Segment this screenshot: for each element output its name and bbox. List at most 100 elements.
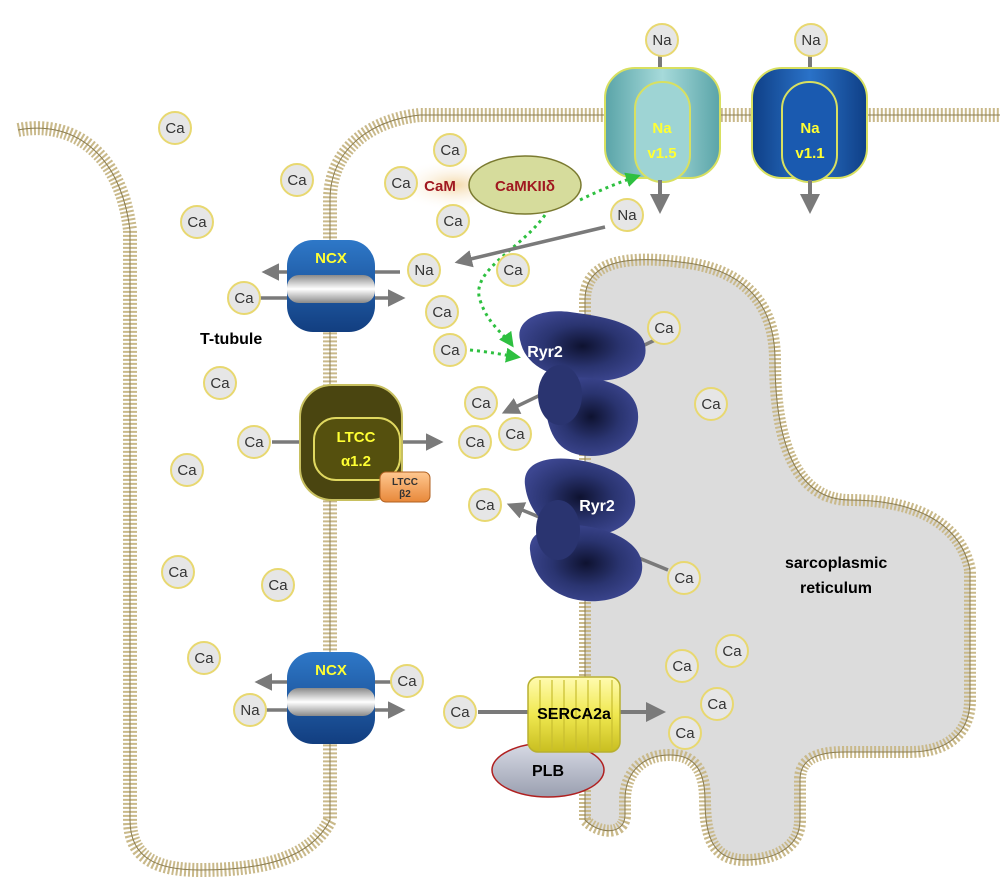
ttubule-label: T-tubule [200, 331, 262, 348]
serca2a-pump[interactable]: SERCA2a [527, 676, 621, 753]
ion-ca-9: Ca [498, 417, 532, 451]
camkii-regulation-arrows [469, 172, 641, 363]
ion-na-nav15-inside: Na [610, 198, 644, 232]
ion-label: Ca [287, 172, 307, 189]
sarcoplasmic-reticulum [579, 253, 976, 867]
ion-label: Ca [210, 375, 230, 392]
ion-ca-12: Ca [161, 555, 195, 589]
ion-label: Na [240, 702, 260, 719]
ion-label: Na [652, 32, 672, 49]
ion-ca-ltcc-in: Ca [458, 425, 492, 459]
ion-ca-sr-6: Ca [700, 687, 734, 721]
ion-label: Ca [234, 290, 254, 307]
ion-ca-2: Ca [280, 163, 314, 197]
ion-ca-ncx-top: Ca [227, 281, 261, 315]
plb-label: PLB [532, 763, 564, 780]
ion-label: Ca [397, 673, 417, 690]
ion-label: Ca [722, 643, 742, 660]
ion-label: Ca [194, 650, 214, 667]
ion-ca-serca-in: Ca [443, 695, 477, 729]
ion-ca-sr-7: Ca [668, 716, 702, 750]
ion-label: Ca [168, 564, 188, 581]
ion-na-ncx-bottom: Na [233, 693, 267, 727]
ion-label: Ca [654, 320, 674, 337]
ion-ca-14: Ca [187, 641, 221, 675]
plb-protein[interactable]: PLB [491, 742, 605, 798]
ion-label: Na [617, 207, 637, 224]
sr-label-line2: reticulum [800, 580, 872, 597]
ion-ca-cam-1: Ca [433, 133, 467, 167]
ion-ca-sr-4: Ca [715, 634, 749, 668]
ltcc-beta-label-b: β2 [399, 489, 411, 500]
ryr2-channel-bottom[interactable]: Ryr2 [524, 458, 643, 602]
ncx-bottom-label: NCX [315, 662, 347, 679]
ion-label: Ca [674, 570, 694, 587]
ion-label: Ca [475, 497, 495, 514]
ion-label: Na [414, 262, 434, 279]
nav15-label-a: Na [652, 120, 672, 137]
ryr2-top-label: Ryr2 [527, 344, 563, 361]
ion-label: Ca [440, 142, 460, 159]
ion-label: Ca [177, 462, 197, 479]
ion-label: Ca [268, 577, 288, 594]
ion-ca-1: Ca [158, 111, 192, 145]
ion-ca-5: Ca [425, 295, 459, 329]
ion-ca-4: Ca [496, 253, 530, 287]
ion-ca-7: Ca [203, 366, 237, 400]
ion-label: Ca [471, 395, 491, 412]
ion-na-nav15-top: Na [645, 23, 679, 57]
ion-label: Ca [503, 262, 523, 279]
ryr2-bottom-label: Ryr2 [579, 498, 615, 515]
ion-ca-10: Ca [170, 453, 204, 487]
nav11-channel[interactable]: Na v1.1 [751, 50, 868, 214]
cam-label: CaM [424, 178, 456, 195]
ion-ca-ltcc-out: Ca [237, 425, 271, 459]
ion-ca-8: Ca [464, 386, 498, 420]
ltcc-label-b: α1.2 [341, 453, 371, 470]
ion-ca-13: Ca [261, 568, 295, 602]
ncx-exchanger-top[interactable]: NCX [287, 240, 375, 332]
nav11-label-a: Na [800, 120, 820, 137]
ion-ca-sr-2: Ca [694, 387, 728, 421]
ion-ca-11: Ca [468, 488, 502, 522]
ion-label: Ca [701, 396, 721, 413]
ion-na-nav11-top: Na [794, 23, 828, 57]
serca2a-label: SERCA2a [537, 706, 611, 723]
ion-label: Ca [187, 214, 207, 231]
nav11-label-b: v1.1 [795, 145, 824, 162]
ion-label: Ca [707, 696, 727, 713]
ion-label: Ca [450, 704, 470, 721]
ion-label: Ca [443, 213, 463, 230]
nav15-channel[interactable]: Na v1.5 [604, 50, 721, 214]
ion-ca-ncx-bottom: Ca [390, 664, 424, 698]
ion-ca-cam-3: Ca [436, 204, 470, 238]
ion-label: Ca [165, 120, 185, 137]
ion-label: Ca [440, 342, 460, 359]
ion-ca-sr-5: Ca [665, 649, 699, 683]
ion-na-ncx-top: Na [407, 253, 441, 287]
ion-label: Ca [465, 434, 485, 451]
nav15-label-b: v1.5 [647, 145, 676, 162]
ion-label: Ca [672, 658, 692, 675]
sr-label-line1: sarcoplasmic [785, 555, 887, 572]
ion-ca-sr-3: Ca [667, 561, 701, 595]
ion-ca-6: Ca [433, 333, 467, 367]
ion-label: Ca [505, 426, 525, 443]
ion-label: Ca [391, 175, 411, 192]
camkii-label: CaMKIIδ [495, 178, 555, 195]
ncx-top-label: NCX [315, 250, 347, 267]
ltcc-label-a: LTCC [337, 429, 376, 446]
ion-label: Ca [432, 304, 452, 321]
ion-ca-3: Ca [180, 205, 214, 239]
ncx-exchanger-bottom[interactable]: NCX [287, 652, 375, 744]
plasma-membrane [16, 108, 1000, 878]
ion-ca-sr-1: Ca [647, 311, 681, 345]
ltcc-beta-label-a: LTCC [392, 477, 418, 488]
ion-label: Ca [675, 725, 695, 742]
ion-ca-cam-2: Ca [384, 166, 418, 200]
ryr2-channel-top[interactable]: Ryr2 [519, 311, 646, 456]
ltcc-channel[interactable]: LTCC α1.2 LTCC β2 [299, 384, 431, 503]
ion-label: Na [801, 32, 821, 49]
cam-camkii-complex[interactable]: CaM CaMKIIδ [395, 155, 582, 215]
